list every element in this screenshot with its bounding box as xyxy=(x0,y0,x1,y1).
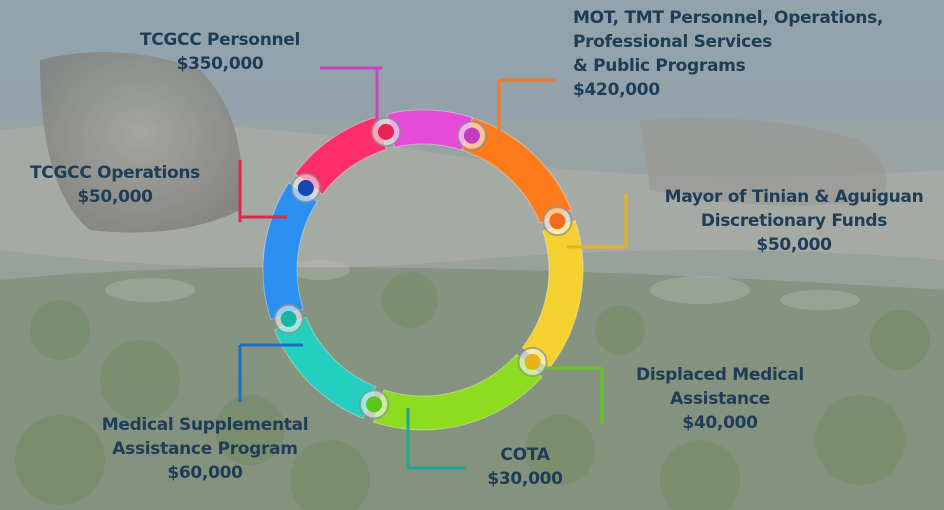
medical-supplemental-amount: $60,000 xyxy=(167,463,243,483)
cota-name: COTA xyxy=(500,445,550,465)
mayor-tinian-name-line-2: Discretionary Funds xyxy=(700,211,888,231)
mot-tmt-amount: $420,000 xyxy=(573,80,660,100)
displaced-medical-amount: $40,000 xyxy=(682,413,758,433)
cota-label: COTA $30,000 xyxy=(470,443,580,491)
node-blue xyxy=(290,172,321,203)
medical-supplemental-label: Medical Supplemental Assistance Program … xyxy=(82,413,328,485)
tcgcc-personnel-label: TCGCC Personnel $350,000 xyxy=(125,28,315,76)
tcgcc-personnel-amount: $350,000 xyxy=(176,54,264,74)
mayor-tinian-label: Mayor of Tinian & Aguiguan Discretionary… xyxy=(648,185,940,257)
node-green xyxy=(359,389,390,420)
tcgcc-operations-name: TCGCC Operations xyxy=(30,163,200,183)
node-orange xyxy=(542,206,573,237)
displaced-medical-label: Displaced Medical Assistance $40,000 xyxy=(620,363,820,435)
medical-supplemental-name-line-2: Assistance Program xyxy=(112,439,298,459)
tcgcc-operations-amount: $50,000 xyxy=(77,187,153,207)
ring-segment-yellow xyxy=(521,219,584,370)
mot-tmt-name-line-2: Professional Services xyxy=(573,32,773,52)
cycle-nodes xyxy=(273,116,573,420)
tcgcc-personnel-name: TCGCC Personnel xyxy=(139,30,301,50)
cota-amount: $30,000 xyxy=(487,469,563,489)
node-teal xyxy=(273,303,304,334)
ring-segment-blue xyxy=(262,182,319,321)
mayor-tinian-name-line-1: Mayor of Tinian & Aguiguan xyxy=(664,187,924,207)
tcgcc-operations-label: TCGCC Operations $50,000 xyxy=(5,161,225,209)
node-yellow xyxy=(517,346,548,377)
node-red xyxy=(370,116,401,147)
cycle-ring xyxy=(262,109,584,431)
node-magenta xyxy=(456,120,487,151)
displaced-medical-name-line-2: Assistance xyxy=(670,389,770,409)
ring-segment-teal xyxy=(273,316,377,420)
label-connectors xyxy=(238,66,628,470)
medical-supplemental-name-line-1: Medical Supplemental xyxy=(101,415,309,435)
mot-tmt-name-line-1: MOT, TMT Personnel, Operations, xyxy=(573,8,884,28)
mot-tmt-name-line-3: & Public Programs xyxy=(573,56,746,76)
ring-segment-green xyxy=(372,353,543,431)
displaced-medical-name-line-1: Displaced Medical xyxy=(636,365,804,385)
mayor-tinian-amount: $50,000 xyxy=(756,235,832,255)
mot-tmt-label: MOT, TMT Personnel, Operations, Professi… xyxy=(573,6,938,102)
ring-segment-orange xyxy=(461,117,573,224)
